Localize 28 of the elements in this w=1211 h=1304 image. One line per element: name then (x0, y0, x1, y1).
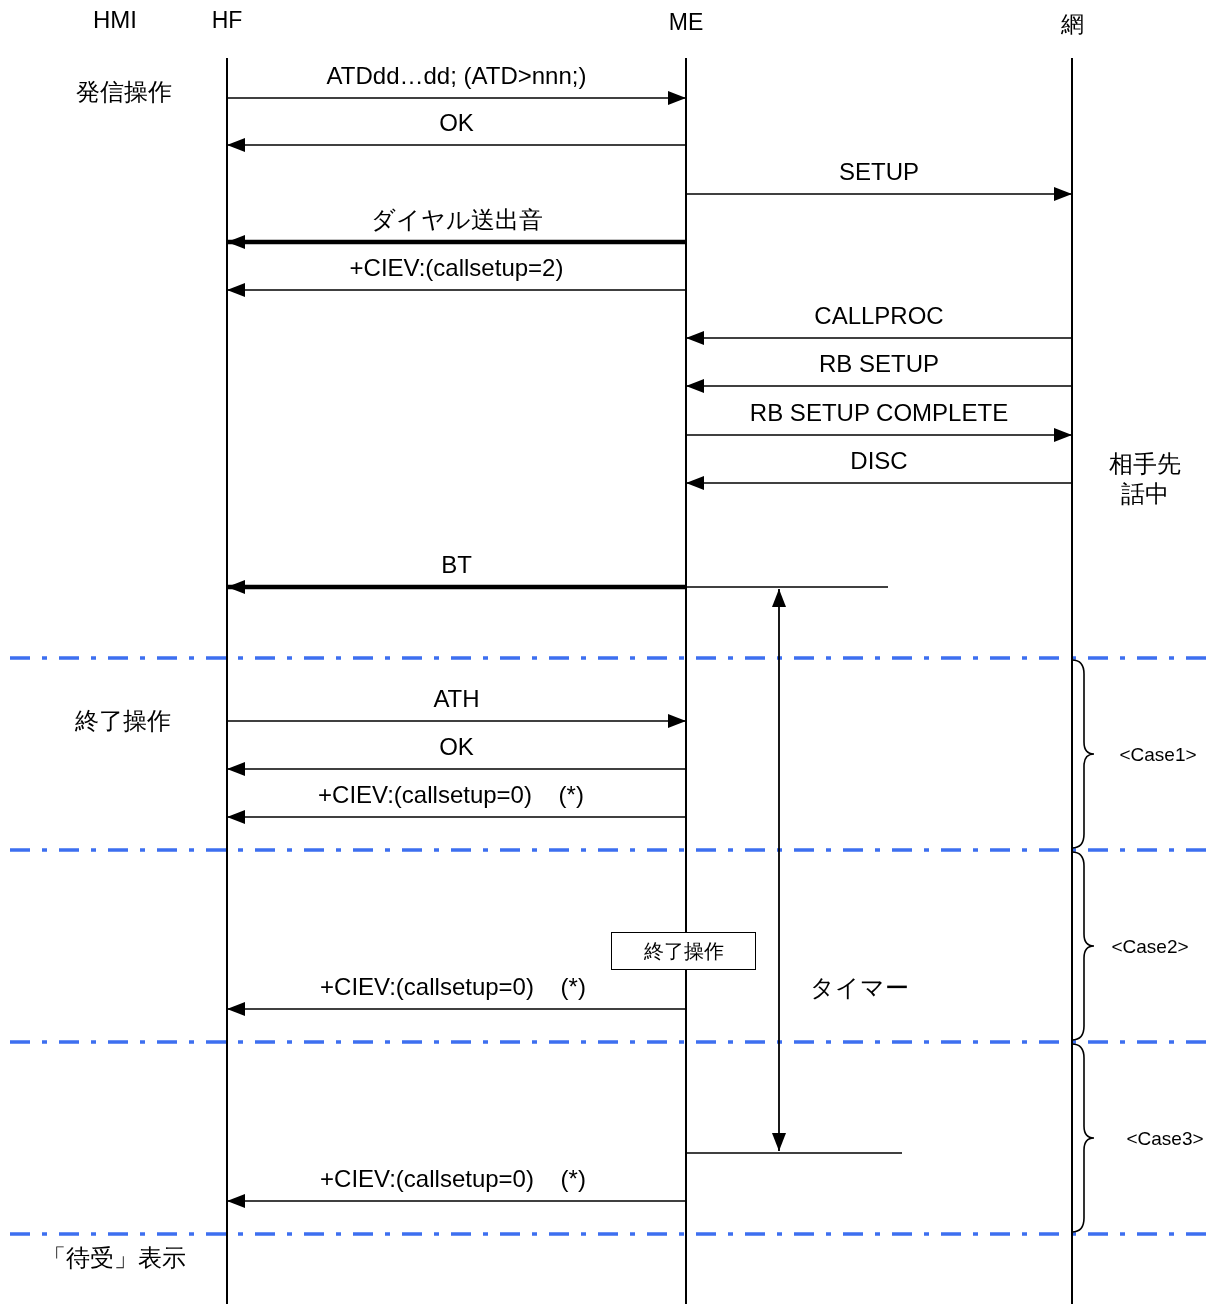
note-label: 相手先話中 (1108, 449, 1182, 509)
case-label: <Case1> (1118, 743, 1198, 767)
message-label: +CIEV:(callsetup=0) (*) (320, 1165, 586, 1193)
message-label: +CIEV:(callsetup=0) (*) (318, 781, 584, 809)
message-label: OK (439, 109, 474, 137)
message-label: ATH (433, 685, 480, 713)
message-label: RB SETUP (819, 350, 939, 378)
message-label: CALLPROC (814, 302, 944, 330)
message-label: ダイヤル送出音 (370, 206, 543, 234)
message-label: RB SETUP COMPLETE (749, 399, 1009, 427)
lifeline-label: 網 (1059, 10, 1085, 38)
lifeline-label: HF (210, 6, 244, 34)
case-label: <Case2> (1110, 935, 1190, 959)
case-label: <Case3> (1125, 1127, 1205, 1151)
message-label: ATDdd…dd; (ATD>nnn;) (326, 62, 587, 90)
message-label: SETUP (839, 158, 919, 186)
phase-label: 終了操作 (74, 706, 172, 736)
message-label: +CIEV:(callsetup=0) (*) (320, 973, 586, 1001)
action-box: 終了操作 (611, 932, 756, 970)
message-label: OK (439, 733, 474, 761)
actor-label: HMI (92, 5, 138, 35)
message-label: DISC (850, 447, 908, 475)
phase-label: 発信操作 (75, 77, 173, 107)
lifeline-label: ME (667, 8, 705, 36)
status-label: 「待受」表示 (41, 1243, 187, 1273)
timer-label: タイマー (808, 973, 910, 1003)
message-label: BT (441, 551, 472, 579)
message-label: +CIEV:(callsetup=2) (349, 254, 564, 282)
